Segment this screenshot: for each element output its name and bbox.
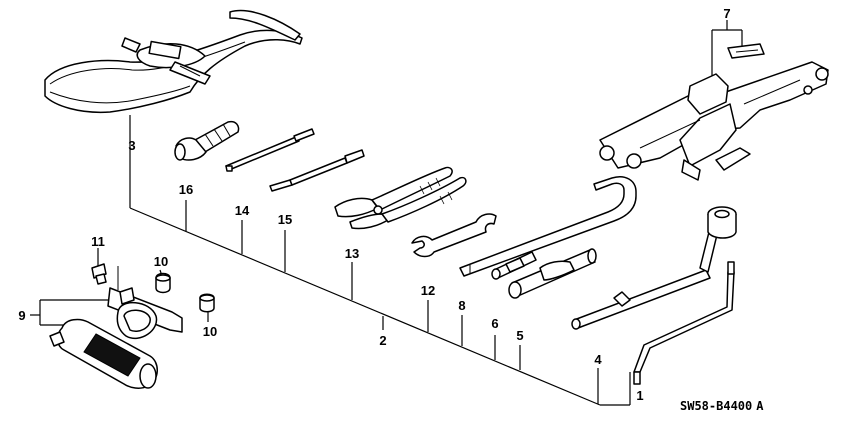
leader-lines xyxy=(30,20,743,406)
screwdriver-shaft-icon xyxy=(225,128,315,172)
callout-15: 15 xyxy=(278,212,292,227)
callout-16: 16 xyxy=(179,182,193,197)
callout-11: 11 xyxy=(91,234,105,249)
callout-6: 6 xyxy=(491,316,498,331)
jack-crank-icon xyxy=(633,261,735,385)
pliers-icon xyxy=(334,166,467,230)
callout-2: 2 xyxy=(379,333,386,348)
wrench-icon xyxy=(411,213,497,258)
screwdriver-handle-icon xyxy=(174,120,240,161)
callout-13: 13 xyxy=(345,246,359,261)
socket-wrench-icon xyxy=(491,251,537,280)
callout-4: 4 xyxy=(594,352,602,367)
extinguisher-holder-icon xyxy=(107,266,183,339)
callout-14: 14 xyxy=(235,203,250,218)
flat-screwdriver-icon xyxy=(269,149,365,192)
wheel-brace-bar-icon xyxy=(459,176,637,277)
callout-10-upper: 10 xyxy=(154,254,168,269)
diagram-code-main: SW58-B4400 xyxy=(680,399,752,413)
scissor-jack-icon xyxy=(599,43,829,181)
extension-bar-icon xyxy=(508,248,597,299)
diagram-code: SW58-B4400 A xyxy=(680,399,764,413)
callout-12: 12 xyxy=(421,283,435,298)
callout-3: 3 xyxy=(128,138,135,153)
callout-labels: 3 16 14 15 13 12 8 6 5 4 1 2 7 9 11 10 1… xyxy=(18,6,730,403)
extinguisher-icon xyxy=(49,318,158,389)
callout-10-lower: 10 xyxy=(203,324,217,339)
jack-handle-icon xyxy=(571,206,737,330)
callout-7: 7 xyxy=(723,6,730,21)
diagram-code-suffix: A xyxy=(756,399,764,413)
callout-1: 1 xyxy=(636,388,643,403)
spacer-upper-icon xyxy=(155,272,171,294)
tool-bag-icon xyxy=(44,9,303,114)
bolt-icon xyxy=(91,263,107,285)
spacer-lower-icon xyxy=(199,293,215,313)
callout-9: 9 xyxy=(18,308,25,323)
callout-8: 8 xyxy=(458,298,465,313)
callout-5: 5 xyxy=(516,328,523,343)
